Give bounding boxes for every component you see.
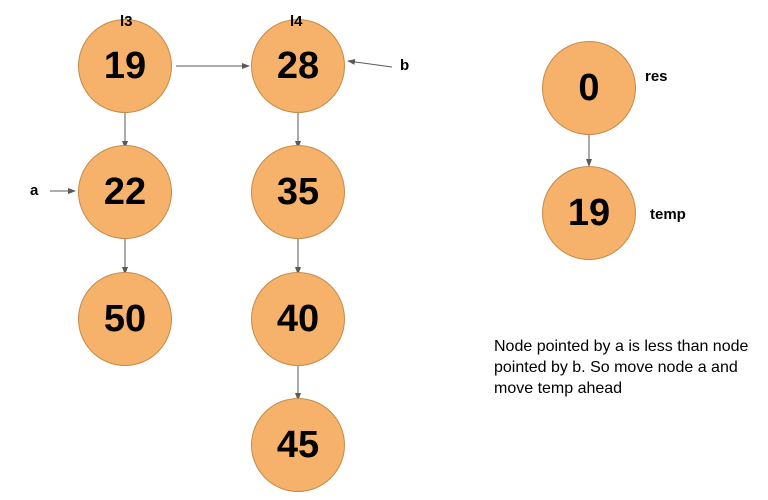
node-l3-50: 50 bbox=[78, 272, 172, 366]
node-l4-28: 28 bbox=[251, 19, 345, 113]
node-res-0: 0 bbox=[542, 41, 636, 135]
node-l3-22: 22 bbox=[78, 145, 172, 239]
node-l4-45: 45 bbox=[251, 398, 345, 492]
label-res: res bbox=[645, 68, 668, 85]
node-l4-35: 35 bbox=[251, 145, 345, 239]
label-temp: temp bbox=[650, 206, 686, 223]
pointer-b-arrow bbox=[347, 58, 393, 68]
label-l4: l4 bbox=[290, 13, 303, 30]
explanation-note: Node pointed by a is less than node poin… bbox=[494, 338, 749, 397]
label-l3: l3 bbox=[120, 13, 133, 30]
label-b: b bbox=[400, 57, 410, 74]
label-a: a bbox=[30, 182, 39, 199]
node-temp-19: 19 bbox=[542, 166, 636, 260]
node-l4-40: 40 bbox=[251, 272, 345, 366]
node-l3-19: 19 bbox=[78, 19, 172, 113]
